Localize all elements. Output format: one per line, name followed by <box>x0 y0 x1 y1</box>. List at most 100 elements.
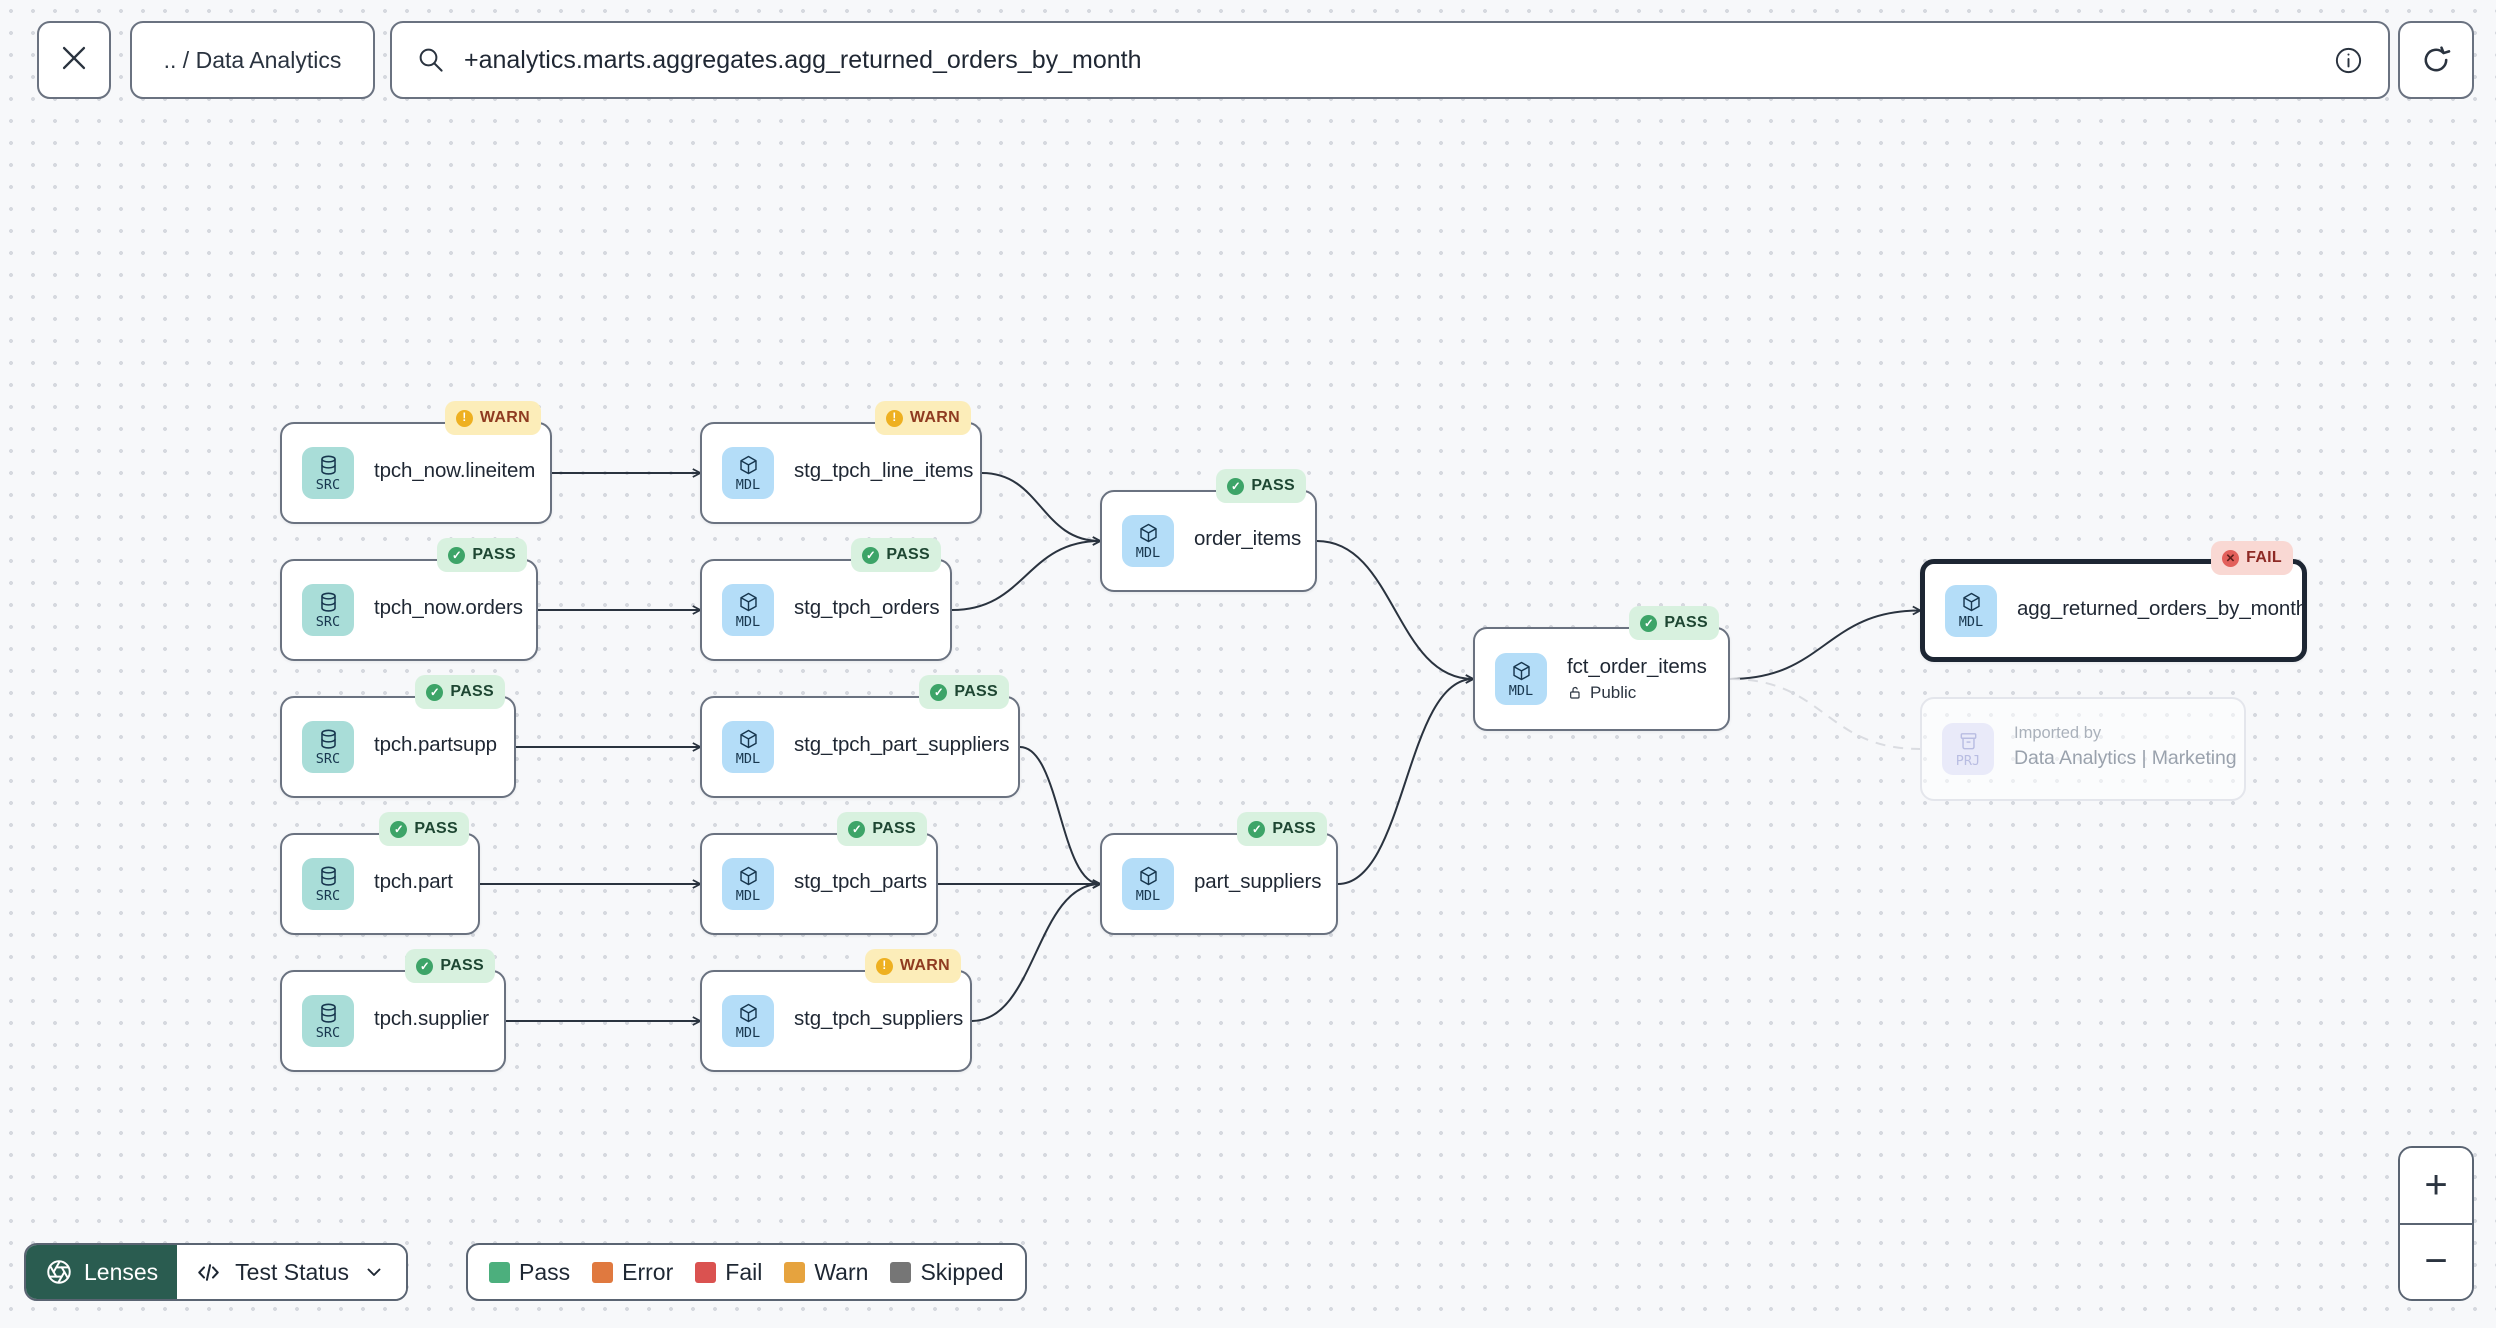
graph-node[interactable]: ✓ PASS MDL stg_tpch_parts <box>700 812 938 935</box>
node-type-icon <box>317 728 340 751</box>
legend-label: Pass <box>519 1258 571 1285</box>
graph-edge <box>1729 605 1923 680</box>
status-icon: ✓ <box>416 957 434 975</box>
legend-item: Fail <box>695 1259 762 1286</box>
graph-node[interactable]: ✕ FAIL MDL agg_returned_orders_by_month <box>1920 541 2308 662</box>
graph-node[interactable]: ✓ PASS SRC tpch.partsupp <box>280 675 516 798</box>
graph-node[interactable]: ✓ PASS MDL order_items <box>1100 469 1317 592</box>
unlock-icon <box>1567 685 1583 701</box>
graph-node[interactable]: ! WARN MDL stg_tpch_line_items <box>700 401 982 524</box>
node-title: tpch_now.orders <box>374 596 523 619</box>
node-type-icon <box>317 865 340 888</box>
status-label: WARN <box>479 409 530 426</box>
node-type-label: SRC <box>315 613 341 630</box>
status-badge: ✓ PASS <box>405 949 495 983</box>
node-type-label: SRC <box>315 476 341 493</box>
graph-edge <box>971 879 1103 1022</box>
lenses-button[interactable]: Lenses <box>26 1245 178 1299</box>
graph-node[interactable]: ✓ PASS SRC tpch_now.orders <box>280 538 538 661</box>
status-label: PASS <box>954 683 998 700</box>
aperture-icon <box>45 1258 73 1286</box>
node-title: agg_returned_orders_by_month <box>2017 596 2308 620</box>
graph-node[interactable]: ✓ PASS SRC tpch.part <box>280 812 480 935</box>
status-badge: ! WARN <box>874 401 971 435</box>
refresh-button[interactable] <box>2398 21 2474 99</box>
status-badge: ! WARN <box>864 949 961 983</box>
graph-edge <box>981 472 1103 546</box>
search-input[interactable] <box>464 45 2315 75</box>
node-type-label: MDL <box>735 750 761 767</box>
node-type-label: MDL <box>735 613 761 630</box>
status-icon: ✓ <box>930 683 948 701</box>
legend-item: Error <box>592 1259 673 1286</box>
status-icon: ✓ <box>448 546 466 564</box>
status-icon: ✓ <box>1640 614 1658 632</box>
graph-node[interactable]: ✓ PASS MDL stg_tpch_orders <box>700 538 952 661</box>
node-type-label: MDL <box>1135 887 1161 904</box>
status-label: PASS <box>414 820 458 837</box>
status-icon: ✓ <box>426 683 444 701</box>
node-type-tile: MDL <box>722 995 774 1047</box>
node-type-label: MDL <box>1135 544 1161 561</box>
zoom-in-button[interactable]: + <box>2400 1148 2472 1225</box>
graph-node[interactable]: ! WARN MDL stg_tpch_suppliers <box>700 949 972 1072</box>
graph-node[interactable]: ! WARN SRC tpch_now.lineitem <box>280 401 552 524</box>
node-type-icon <box>1510 660 1533 683</box>
breadcrumb[interactable]: .. / Data Analytics <box>130 21 375 99</box>
node-type-tile: MDL <box>1945 584 1997 637</box>
legend-swatch <box>592 1261 614 1283</box>
node-type-label: SRC <box>315 887 341 904</box>
lens-selector[interactable]: Test Status <box>177 1245 406 1299</box>
graph-node[interactable]: ✓ PASS MDL part_suppliers <box>1100 812 1338 935</box>
status-icon <box>2200 685 2217 702</box>
node-type-label: SRC <box>315 750 341 767</box>
node-type-label: MDL <box>735 1024 761 1041</box>
node-type-tile: PRJ <box>1942 723 1994 775</box>
close-icon <box>57 41 91 80</box>
graph-edge-dashed <box>1729 678 1921 750</box>
graph-node[interactable]: ✓ PASS SRC tpch.supplier <box>280 949 506 1072</box>
node-type-icon <box>1960 591 1983 614</box>
breadcrumb-label: .. / Data Analytics <box>163 46 342 73</box>
node-type-icon <box>1137 522 1160 545</box>
node-type-tile: SRC <box>302 721 354 773</box>
node-type-tile: MDL <box>722 721 774 773</box>
status-badge: ✓ PASS <box>415 675 505 709</box>
lens-control: Lenses Test Status <box>24 1243 408 1301</box>
zoom-out-button[interactable]: − <box>2400 1224 2472 1299</box>
status-label: PASS <box>1251 477 1295 494</box>
search-icon <box>416 45 446 75</box>
node-type-label: MDL <box>1958 614 1984 631</box>
lens-selected-value: Test Status <box>235 1258 349 1285</box>
graph-node[interactable]: ✓ PASS MDL fct_order_items Public <box>1473 606 1730 731</box>
graph-node[interactable]: ✓ PASS MDL stg_tpch_part_suppliers <box>700 675 1020 798</box>
status-icon: ✓ <box>862 546 880 564</box>
node-title: stg_tpch_parts <box>794 870 928 893</box>
graph-edge <box>1019 746 1103 889</box>
node-type-tile: MDL <box>722 858 774 910</box>
legend-label: Error <box>622 1258 674 1285</box>
search-bar[interactable] <box>390 21 2390 99</box>
status-label: PASS <box>1664 614 1708 631</box>
status-badge: ✓ PASS <box>1237 812 1327 846</box>
node-type-label: MDL <box>735 887 761 904</box>
node-title: Data Analytics | Marketing <box>2014 747 2237 769</box>
node-subtitle: Public <box>1567 683 1707 703</box>
node-type-label: MDL <box>735 476 761 493</box>
legend-swatch <box>890 1261 912 1283</box>
status-icon: ✓ <box>1227 477 1245 495</box>
status-icon: ! <box>455 409 473 427</box>
node-title: order_items <box>1194 527 1302 550</box>
graph-node[interactable]: PRJ Imported by Data Analytics | Marketi… <box>1920 697 2246 801</box>
info-icon[interactable] <box>2333 45 2364 76</box>
node-type-tile: MDL <box>722 584 774 636</box>
status-label: WARN <box>909 409 960 426</box>
status-label: PASS <box>440 957 484 974</box>
close-button[interactable] <box>37 21 111 99</box>
status-icon: ✕ <box>2222 549 2240 567</box>
graph-edge <box>951 536 1103 611</box>
node-type-icon <box>737 454 760 477</box>
node-pretitle: Imported by <box>2014 724 2102 742</box>
node-title: stg_tpch_orders <box>794 596 940 619</box>
